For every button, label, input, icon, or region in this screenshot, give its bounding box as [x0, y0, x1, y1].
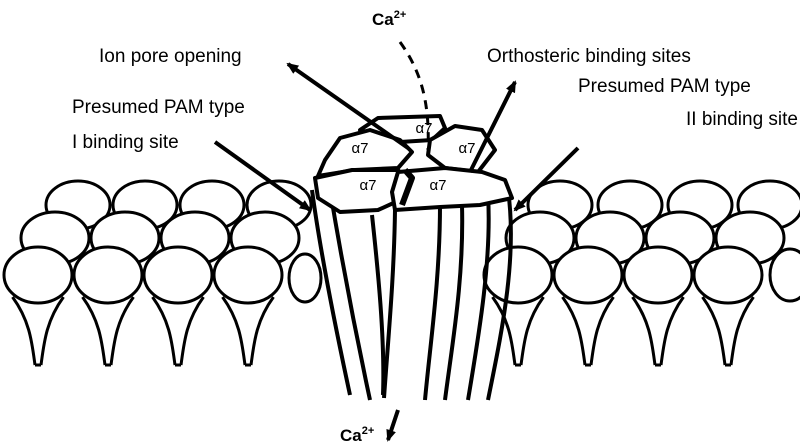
lipid-membrane-right [484, 181, 800, 365]
lipid-tail [633, 297, 684, 365]
ca-bottom-label: Ca2+ [340, 425, 374, 445]
lipid-head [144, 247, 212, 303]
lipid-head [770, 249, 800, 301]
lipid-head [484, 247, 552, 303]
lipid-tail [703, 297, 754, 365]
lipid-tail [563, 297, 614, 365]
lipid-head [554, 247, 622, 303]
lipid-tail [223, 297, 274, 365]
receptor-top [315, 116, 512, 212]
lipid-head [289, 254, 321, 302]
receptor-channel [312, 190, 511, 400]
lipid-tail [153, 297, 204, 365]
subunit-label: α7 [351, 140, 368, 157]
pam-type1-label-line1: Presumed PAM type [72, 97, 245, 118]
orthosteric-arrow [470, 82, 515, 172]
lipid-head [624, 247, 692, 303]
lipid-head [694, 247, 762, 303]
ca-bottom-arrow [388, 410, 398, 440]
ca-top-label: Ca2+ [372, 9, 406, 29]
pam-type2-label-line2: II binding site [686, 109, 798, 130]
subunit-label: α7 [429, 177, 446, 194]
lipid-head [4, 247, 72, 303]
pam-type1-label-line2: I binding site [72, 132, 179, 153]
pam-type2-label-line1: Presumed PAM type [578, 76, 751, 97]
orthosteric-label: Orthosteric binding sites [487, 46, 691, 67]
ion-pore-label: Ion pore opening [99, 46, 242, 67]
lipid-membrane-left [4, 181, 321, 365]
subunit-label: α7 [415, 120, 432, 137]
lipid-head [214, 247, 282, 303]
subunit-label: α7 [359, 177, 376, 194]
lipid-head [74, 247, 142, 303]
lipid-tail [83, 297, 134, 365]
subunit-label: α7 [458, 140, 475, 157]
lipid-tail [13, 297, 64, 365]
